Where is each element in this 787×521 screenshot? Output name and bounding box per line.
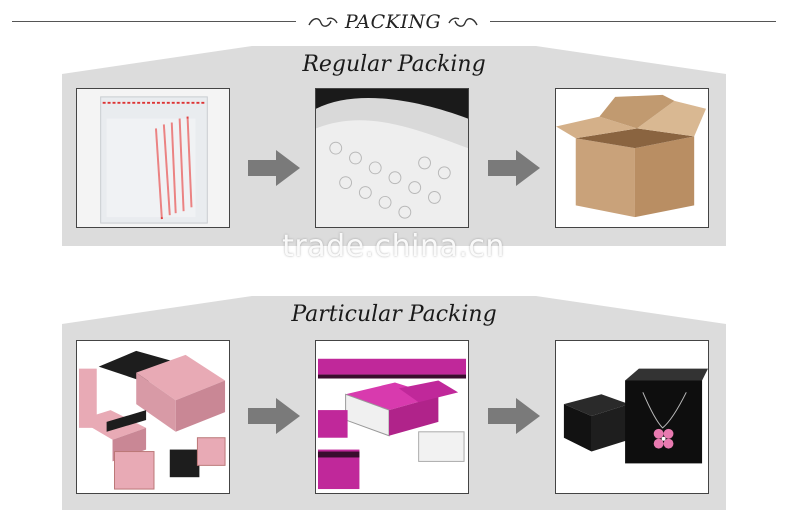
arrow-right-icon [248,398,300,434]
arrow-right-icon [248,150,300,186]
packing-header: PACKING [0,0,787,40]
cardboard-box-image [555,88,709,228]
pink-gift-boxes-image [76,340,230,494]
header-rule-left [12,21,296,22]
bubble-wrap-image [315,88,469,228]
purple-jewelry-boxes-image [315,340,469,494]
header-title-group: PACKING [296,8,490,36]
header-rule-right [490,21,776,22]
swirl-ornament-left-icon [308,17,338,27]
arrow-right-icon [488,398,540,434]
particular-packing-panel: Particular Packing [62,296,726,510]
regular-packing-panel: Regular Packing [62,46,726,246]
black-necklace-box-image [555,340,709,494]
header-title: PACKING [344,11,442,33]
watermark-text: trade.china.cn [282,228,505,264]
section-title-particular: Particular Packing [291,302,497,327]
zip-lock-bag-image [76,88,230,228]
section-title-regular: Regular Packing [302,52,486,77]
arrow-right-icon [488,150,540,186]
swirl-ornament-right-icon [448,17,478,27]
